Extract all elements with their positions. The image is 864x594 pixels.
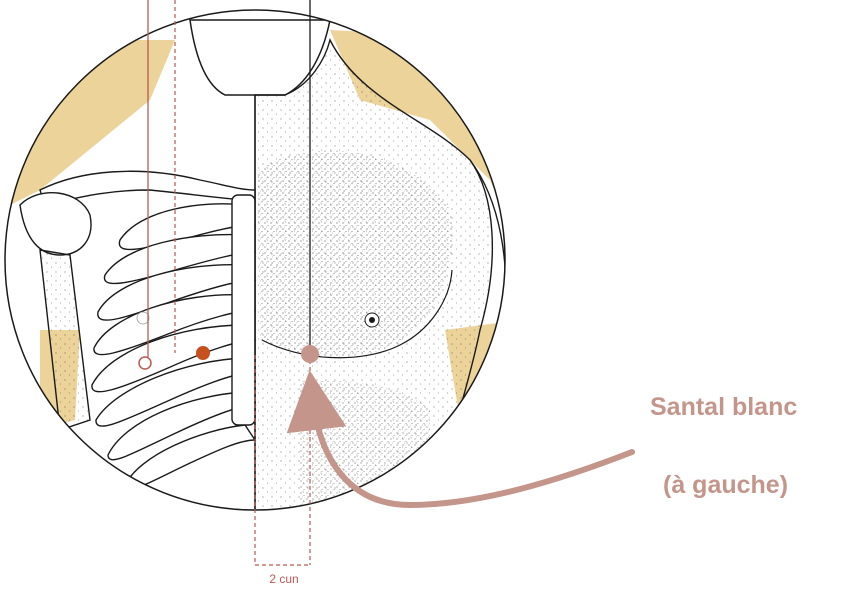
sternum [232, 195, 255, 425]
point-side-label: (à gauche) [663, 471, 863, 500]
nipple-center-right [369, 317, 375, 323]
measure-label: 2 cun [244, 572, 324, 586]
target-point[interactable] [301, 345, 319, 363]
reference-point-filled [196, 346, 210, 360]
nipple-left [137, 312, 149, 324]
reference-point-open [139, 357, 151, 369]
point-name-label: Santal blanc [650, 393, 860, 422]
abdomen-shading [300, 380, 430, 510]
